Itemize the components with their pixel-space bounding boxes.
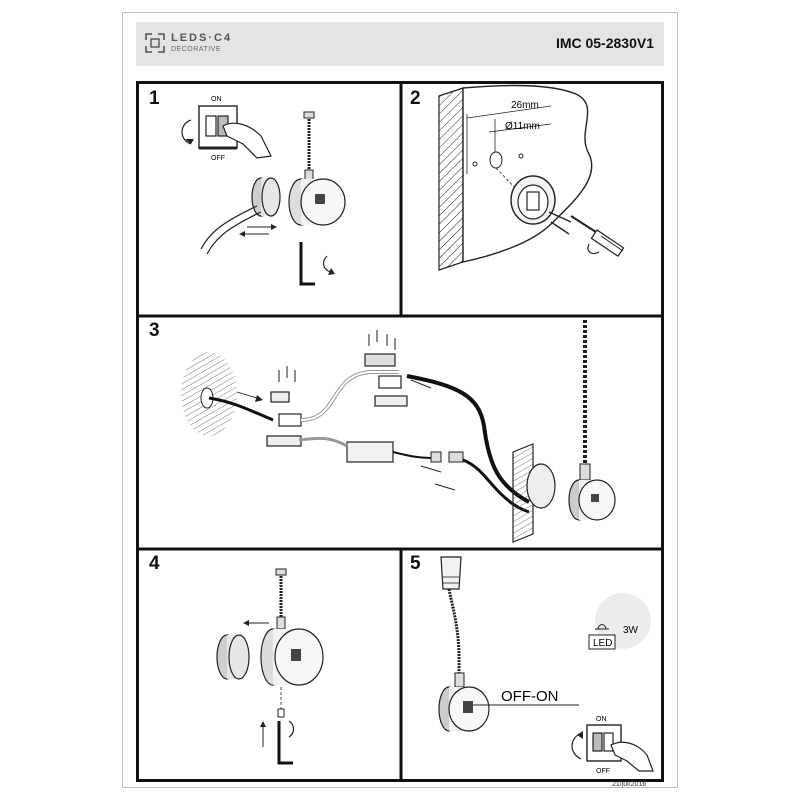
button-icon bbox=[463, 701, 473, 713]
allen-key-icon bbox=[299, 242, 315, 286]
panel-3-illustration bbox=[181, 320, 616, 543]
double-arrow-icon bbox=[239, 224, 277, 237]
step-number-4: 4 bbox=[149, 553, 160, 574]
step-number-1: 1 bbox=[149, 88, 160, 109]
terminal-block-icon bbox=[364, 353, 408, 407]
rotate-arrow-icon bbox=[571, 732, 582, 760]
hand-icon bbox=[222, 122, 272, 159]
lamp-body-icon bbox=[438, 686, 490, 732]
screwdriver-icon bbox=[570, 215, 625, 258]
step-number-2: 2 bbox=[410, 88, 421, 109]
terminal-block-icon bbox=[266, 391, 302, 447]
mounting-bracket-icon bbox=[510, 175, 556, 225]
wall-section bbox=[512, 443, 534, 543]
lamp-head-icon bbox=[440, 556, 462, 590]
off-on-label: OFF-ON bbox=[501, 688, 559, 705]
turn-arrow-icon bbox=[322, 255, 332, 273]
led-badge-icon bbox=[588, 593, 651, 650]
switch-off-label: OFF bbox=[211, 155, 225, 162]
switch-off-label: OFF bbox=[596, 768, 610, 775]
product-code: IMC 05-2830V1 bbox=[555, 35, 654, 51]
switch-on-label: ON bbox=[211, 96, 222, 103]
cover-plate-icon bbox=[251, 177, 281, 217]
dimension-26-label: 26mm bbox=[511, 100, 539, 111]
step-number-5: 5 bbox=[410, 553, 421, 574]
brand-subtitle: DECORATIVE bbox=[171, 46, 221, 53]
hand-icon bbox=[610, 741, 654, 772]
step-number-3: 3 bbox=[149, 320, 160, 341]
lamp-body-icon bbox=[568, 320, 616, 521]
lamp-body-icon bbox=[288, 178, 346, 226]
wall-surface bbox=[462, 84, 593, 263]
led-label: LED bbox=[593, 638, 612, 649]
flex-arm bbox=[447, 588, 461, 675]
panel-4-illustration bbox=[216, 568, 324, 765]
allen-key-icon bbox=[277, 721, 293, 765]
switch-on-label: ON bbox=[596, 716, 607, 723]
dimension-11-label: Ø11mm bbox=[505, 121, 540, 132]
panel-2-illustration: 26mm Ø11mm bbox=[438, 84, 625, 271]
instruction-grid: 1 2 3 4 5 ON OFF bbox=[136, 81, 664, 782]
wattage-label: 3W bbox=[623, 625, 639, 636]
rotate-arrow-icon bbox=[181, 119, 192, 145]
brand-name: LEDS·C4 bbox=[171, 32, 233, 44]
lamp-body-icon bbox=[260, 628, 324, 686]
grid-lines bbox=[139, 84, 661, 779]
turn-arrow-icon bbox=[587, 243, 600, 255]
cover-plate-icon bbox=[216, 634, 250, 680]
page-header: LEDS·C4 DECORATIVE IMC 05-2830V1 bbox=[136, 22, 664, 66]
panel-1-illustration: ON OFF bbox=[181, 96, 346, 286]
turn-arrow-icon bbox=[288, 720, 295, 738]
panel-5-illustration: OFF-ON LED 3W ON OFF bbox=[438, 556, 654, 775]
led-driver-icon bbox=[298, 436, 464, 463]
brand-logo-icon bbox=[145, 33, 165, 53]
document-date: 21/jul/2016 bbox=[612, 781, 647, 788]
